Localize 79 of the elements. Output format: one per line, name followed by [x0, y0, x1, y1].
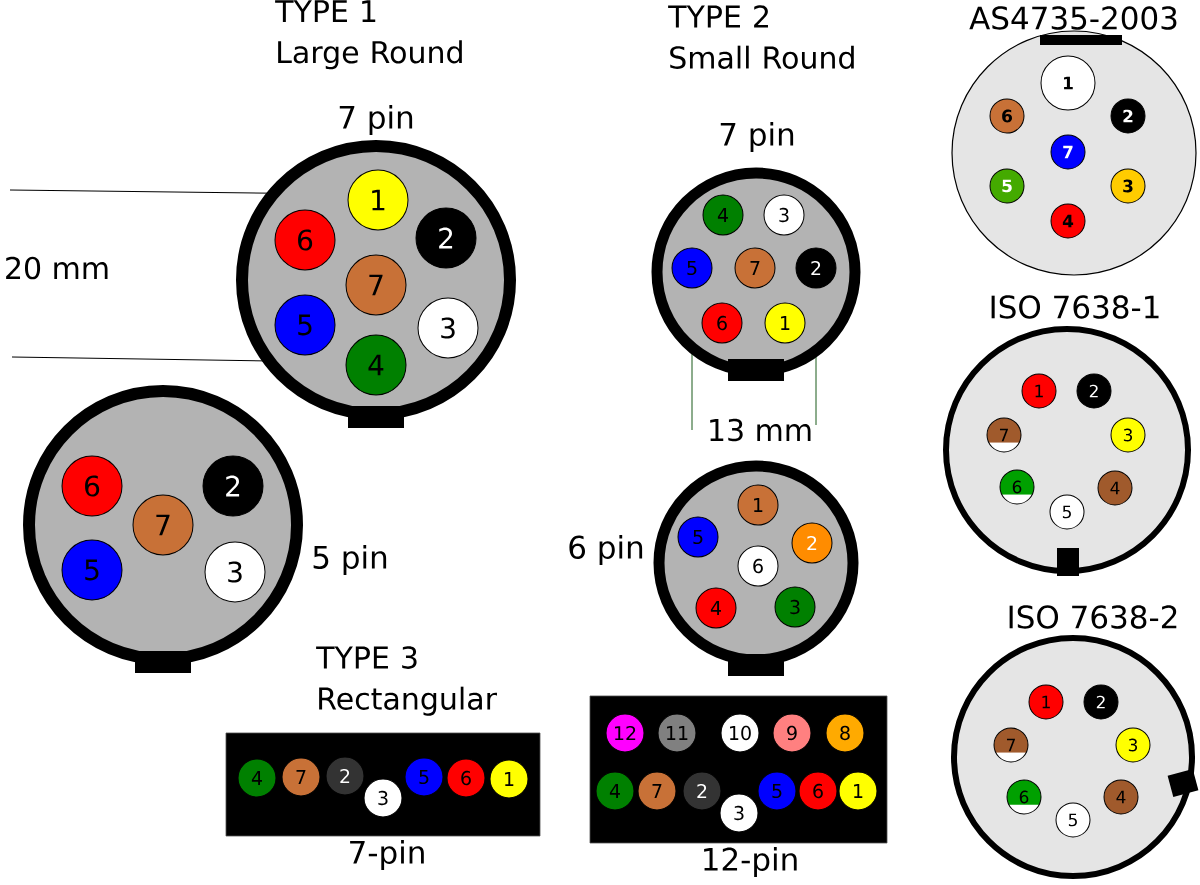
pin: 1 [1021, 373, 1057, 409]
pin: 2 [795, 247, 837, 289]
section-heading: TYPE 3 Rectangular [316, 646, 497, 716]
pin: 5 [274, 294, 336, 356]
pin: 4 [702, 194, 744, 236]
pin: 7 [345, 254, 407, 316]
pin: 6 [701, 302, 743, 344]
pin: 3 [763, 194, 805, 236]
pin: 1 [1028, 684, 1064, 720]
connector-heading: 12-pin [704, 847, 797, 877]
connector-heading: 7-pin [350, 840, 424, 870]
pin: 4 [695, 587, 737, 629]
pin: 3 [719, 793, 759, 833]
pin: 9 [772, 713, 812, 753]
pin: 11 [657, 713, 697, 753]
pin: 2 [1083, 684, 1119, 720]
pin: 7 [132, 494, 194, 556]
section-heading: TYPE 2 Small Round [668, 5, 854, 69]
pin: 3 [1115, 727, 1151, 763]
connector-heading: AS4735-2003 [969, 6, 1177, 30]
pin: 6 [737, 545, 779, 587]
pin: 5 [989, 168, 1025, 204]
pin: 10 [720, 713, 760, 753]
pin: 6 [999, 469, 1035, 505]
pin: 6 [1006, 779, 1042, 815]
connector-heading: 7 pin [339, 105, 413, 135]
pin: 12 [605, 713, 645, 753]
pin: 3 [417, 297, 479, 359]
pin: 4 [237, 758, 277, 798]
pin: 5 [757, 771, 797, 811]
connector-heading: 5 pin [313, 545, 387, 575]
pin: 6 [446, 758, 486, 798]
pin: 8 [825, 713, 865, 753]
pin: 2 [415, 207, 477, 269]
pin: 5 [1049, 494, 1085, 530]
pin: 2 [1110, 98, 1146, 134]
pin: 2 [791, 522, 833, 564]
pin: 3 [204, 541, 266, 603]
pin: 1 [764, 302, 806, 344]
pin: 2 [325, 756, 365, 796]
pin: 1 [838, 771, 878, 811]
pin: 1 [1040, 55, 1096, 111]
pin: 3 [1110, 168, 1146, 204]
dimension-label: 13 mm [710, 418, 811, 442]
pin: 4 [595, 771, 635, 811]
pin: 7 [281, 757, 321, 797]
connector-heading: ISO 7638-2 [1009, 605, 1177, 629]
pin: 4 [1097, 470, 1133, 506]
connector-heading: 7 pin [720, 122, 794, 152]
pin: 4 [345, 334, 407, 396]
pin: 3 [363, 778, 403, 818]
section-heading: TYPE 1 Large Round [275, 0, 462, 70]
pin: 4 [1103, 779, 1139, 815]
pin: 4 [1050, 203, 1086, 239]
pin: 6 [274, 209, 336, 271]
connector-heading: 6 pin [569, 535, 643, 565]
pin: 6 [798, 771, 838, 811]
pin: 2 [682, 771, 722, 811]
pin: 2 [202, 455, 264, 517]
pin: 7 [1050, 134, 1086, 170]
pin: 7 [637, 771, 677, 811]
pin: 2 [1076, 373, 1112, 409]
pin: 3 [1110, 417, 1146, 453]
pin: 6 [989, 98, 1025, 134]
pin: 5 [671, 247, 713, 289]
pin: 7 [986, 417, 1022, 453]
pin: 1 [737, 484, 779, 526]
pin: 7 [993, 727, 1029, 763]
connector-heading: ISO 7638-1 [991, 295, 1159, 319]
pin: 5 [677, 516, 719, 558]
pin: 6 [61, 455, 123, 517]
pin: 5 [61, 539, 123, 601]
pin: 1 [347, 169, 409, 231]
pin: 5 [404, 757, 444, 797]
pin: 5 [1055, 802, 1091, 838]
pin: 1 [489, 759, 529, 799]
dimension-label: 20 mm [6, 256, 108, 280]
pin: 7 [734, 247, 776, 289]
pin: 3 [774, 586, 816, 628]
